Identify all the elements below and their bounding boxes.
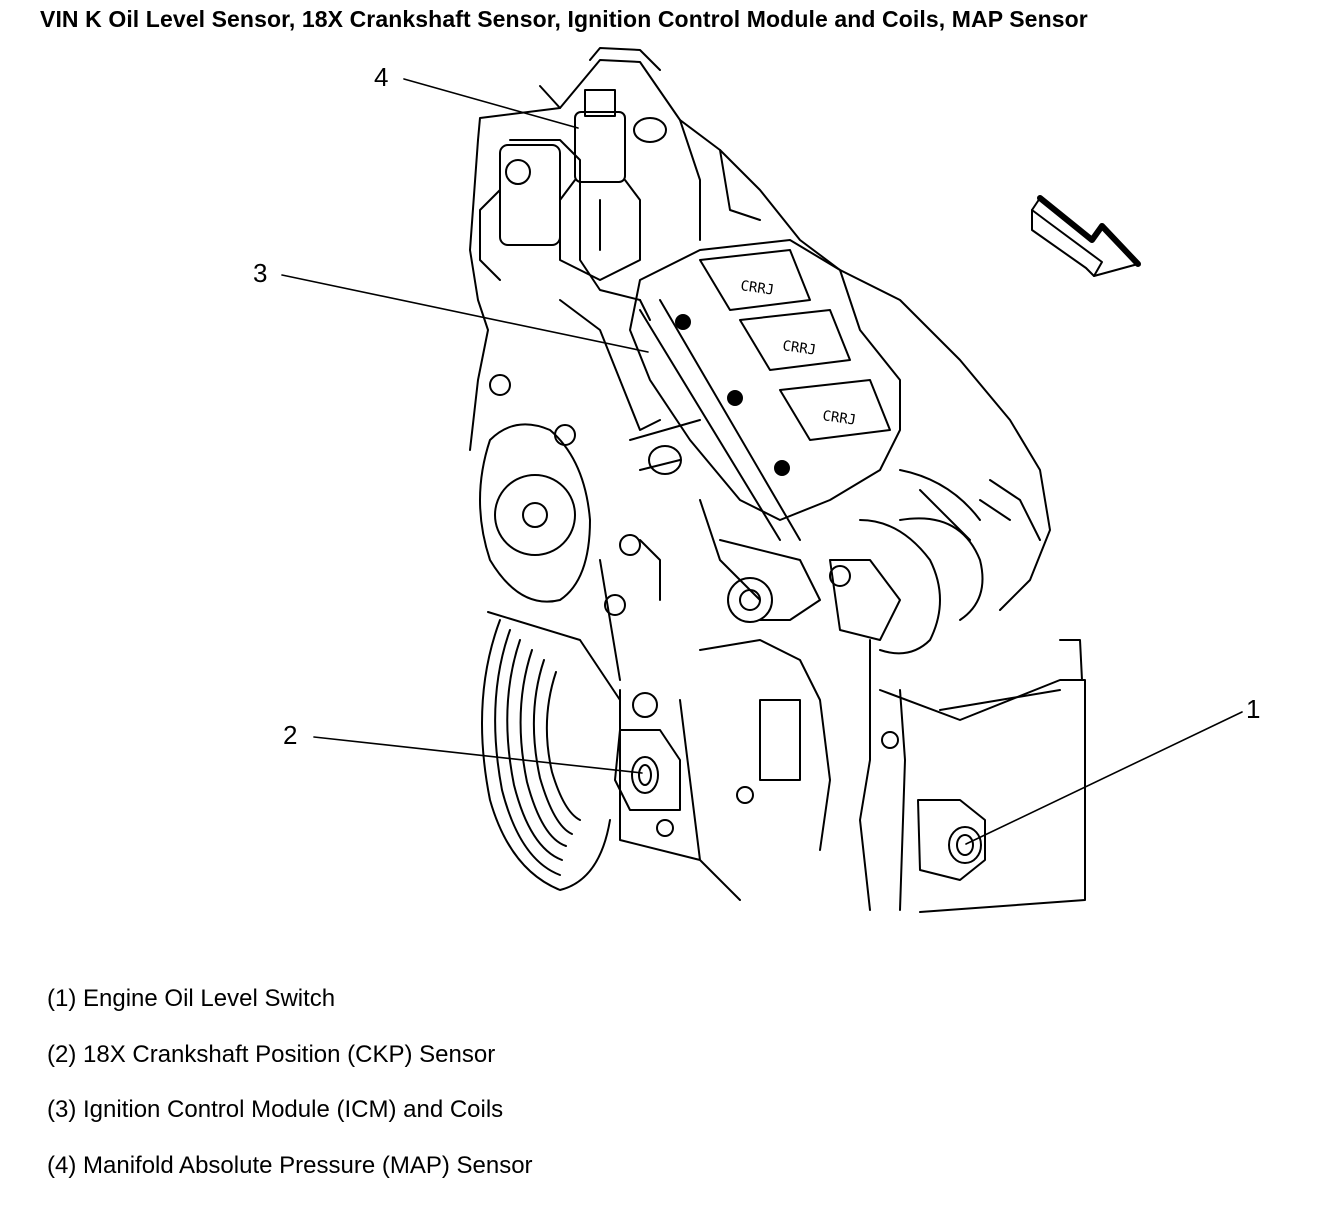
- idler-pulley: [480, 424, 590, 601]
- callout-number-2: 2: [283, 720, 297, 750]
- front-direction-arrow-icon: [1032, 198, 1138, 276]
- ignition-coil-pack: CRRJ CRRJ CRRJ: [630, 240, 900, 540]
- engine-illustration: CRRJ CRRJ CRRJ: [0, 0, 1328, 950]
- engine-block-outline: [470, 48, 1050, 610]
- svg-text:CRRJ: CRRJ: [821, 408, 857, 429]
- callout-number-3: 3: [253, 258, 267, 288]
- legend-item: (2) 18X Crankshaft Position (CKP) Sensor: [47, 1040, 533, 1096]
- upper-bracket: [480, 145, 560, 280]
- svg-text:CRRJ: CRRJ: [781, 338, 817, 359]
- legend-item: (4) Manifold Absolute Pressure (MAP) Sen…: [47, 1151, 533, 1206]
- parts-legend: (1) Engine Oil Level Switch (2) 18X Cran…: [47, 984, 533, 1206]
- oil-pan: [620, 640, 1085, 912]
- callout-number-1: 1: [1246, 694, 1260, 724]
- callout-number-4: 4: [374, 62, 388, 92]
- legend-item: (1) Engine Oil Level Switch: [47, 984, 533, 1040]
- harmonic-balancer-pulley: [482, 612, 620, 890]
- map-sensor: [560, 90, 666, 280]
- legend-item: (3) Ignition Control Module (ICM) and Co…: [47, 1095, 533, 1151]
- svg-text:CRRJ: CRRJ: [739, 278, 775, 299]
- ckp-sensor: [615, 730, 680, 836]
